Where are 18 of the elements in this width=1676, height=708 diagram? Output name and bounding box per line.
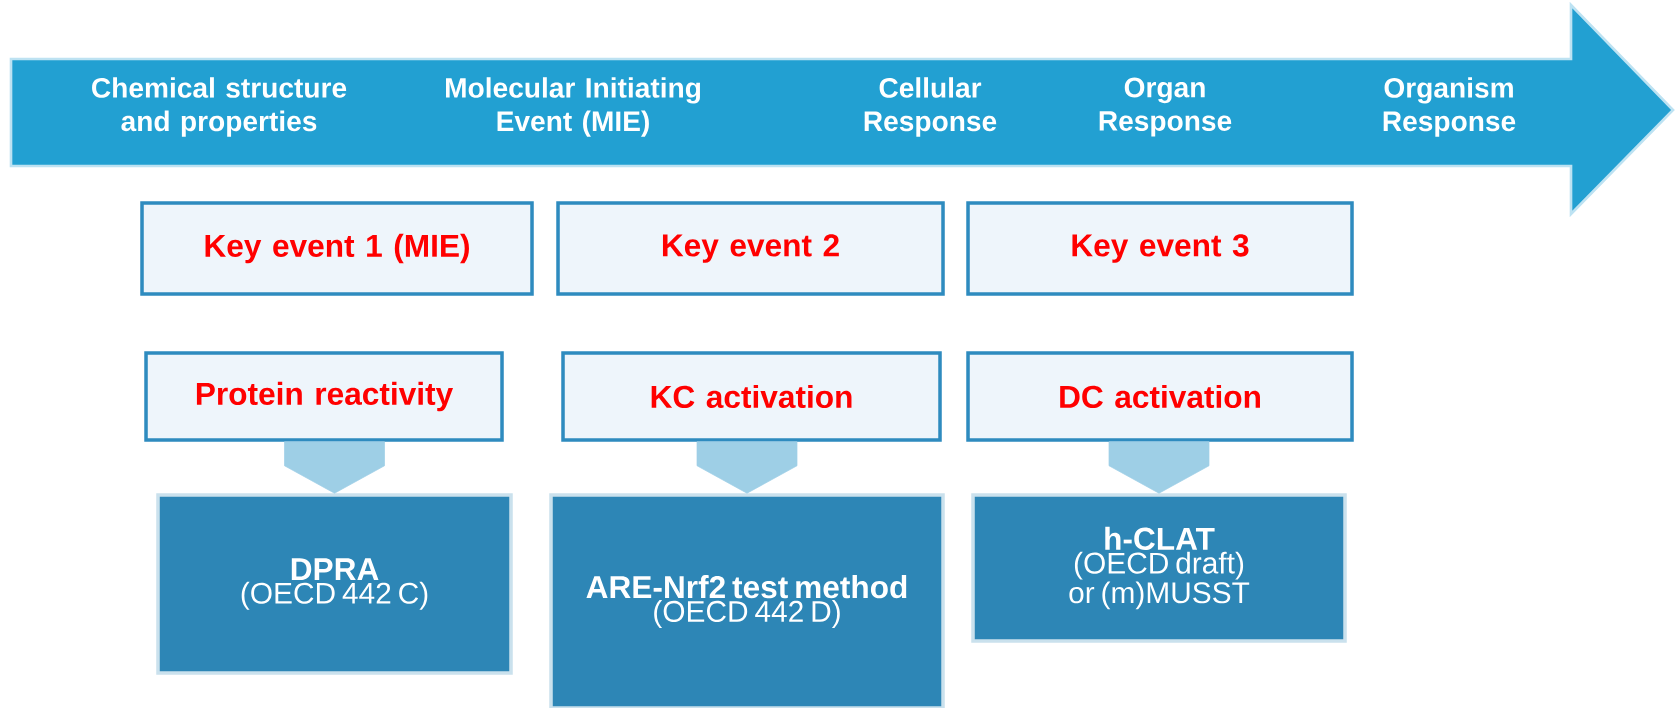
event-box: KC activation (561, 351, 942, 442)
stage-label: Cellular Response (864, 77, 997, 137)
stage-label: Molecular Initiating Event (MIE) (446, 77, 700, 137)
test-method-box: DPRA (OECD 442 C) (156, 493, 513, 675)
event-box: Key event 2 (556, 201, 945, 296)
event-box: Key event 3 (966, 201, 1354, 296)
stage-label: Organism Response (1383, 77, 1516, 137)
block-arrow (284, 441, 385, 494)
stage-label: Chemical structure and properties (92, 77, 347, 137)
test-method-box: h-CLAT (OECD draft) or (m)MUSST (971, 493, 1347, 643)
test-method-box: ARE-Nrf2 test method (OECD 442 D) (549, 493, 945, 708)
event-box: Protein reactivity (144, 351, 504, 442)
block-arrow (1108, 441, 1210, 494)
process-arrow (9, 1, 1675, 218)
block-arrow (696, 441, 798, 494)
event-box: Key event 1 (MIE) (140, 201, 534, 296)
event-box: DC activation (966, 351, 1354, 442)
stage-label: Organ Response (1099, 77, 1232, 137)
